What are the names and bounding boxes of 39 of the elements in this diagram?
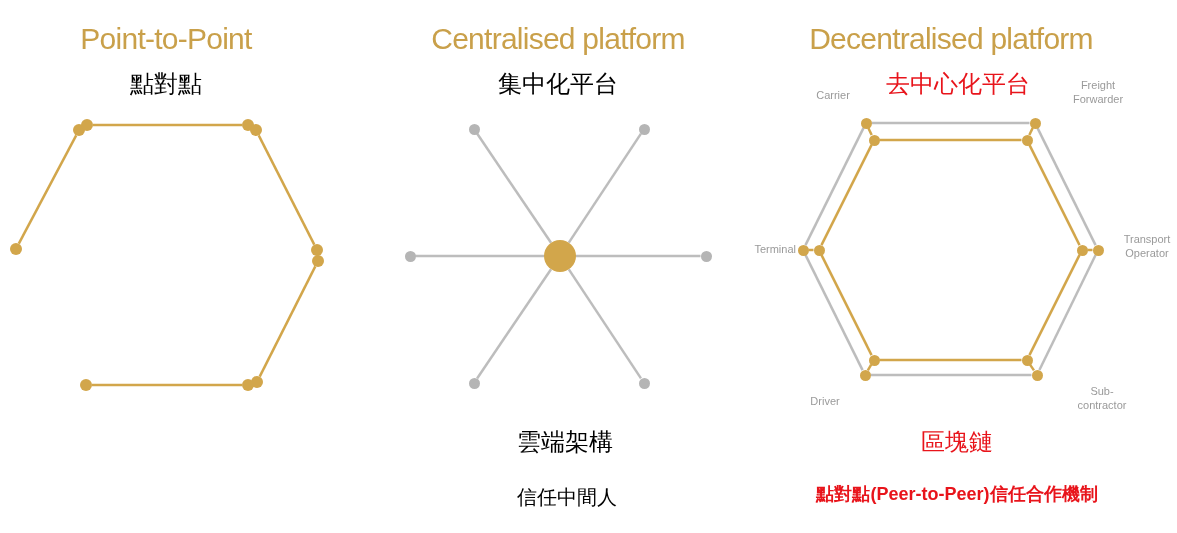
caption-text: 信任中間人 [516,485,618,510]
connector-line [820,254,873,356]
connector-line [476,132,553,244]
connector-line [804,254,864,371]
connector-line [17,134,78,245]
connector-line [804,127,865,246]
role-label: Terminal [753,242,796,256]
role-label: Driver [809,394,841,408]
panel-heading: Decentralised platform [808,21,1094,57]
connector-line [257,134,316,246]
connector-line [1028,254,1081,356]
connector-line [879,358,1022,362]
connector-line [567,132,642,244]
connector-line [871,121,1030,125]
role-label: Freight Forwarder [1071,78,1125,106]
panel-heading: Centralised platform [430,21,686,57]
caption-text: 點對點 [129,69,203,99]
caption-text: 區塊鏈 [920,427,994,457]
connector-line [1036,127,1097,246]
caption-text: 去中心化平台 [885,69,1031,99]
caption-text: 點對點(Peer-to-Peer)信任合作機制 [814,483,1099,506]
role-label: Carrier [815,88,851,102]
role-label: Sub-contractor [1076,384,1128,412]
connector-line [870,373,1032,377]
connector-line [476,268,553,380]
caption-text: 雲端架構 [516,427,614,457]
connector-line [415,254,544,258]
connector-line [92,383,242,387]
role-label: Transport Operator [1122,232,1172,260]
connector-line [1038,254,1097,371]
connector-line [879,138,1022,142]
connector-line [567,268,642,380]
caption-text: 集中化平台 [497,69,619,99]
panel-heading: Point-to-Point [79,21,253,57]
connector-line [820,144,873,246]
connector-line [1028,144,1081,246]
connector-line [576,254,701,258]
connector-line [258,265,317,378]
connector-line [93,123,242,127]
